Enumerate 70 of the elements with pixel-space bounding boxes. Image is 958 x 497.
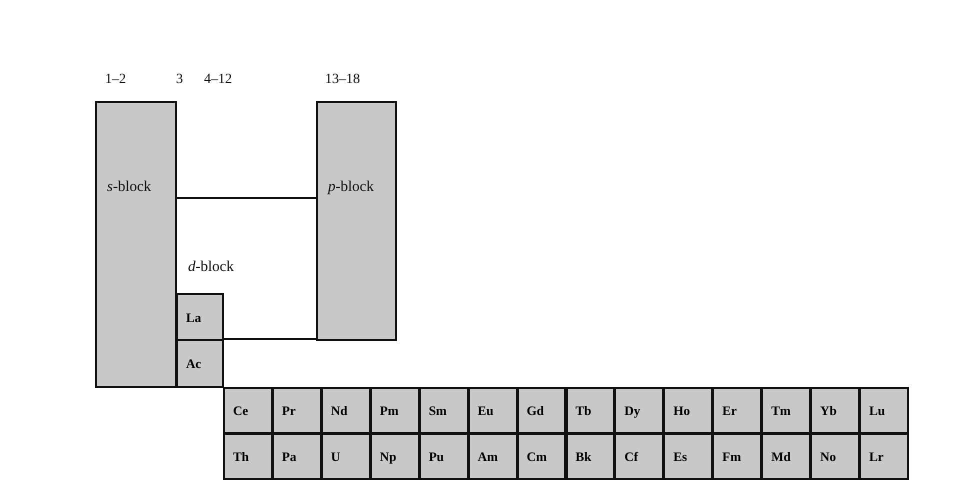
- element-cell: [810, 387, 860, 434]
- block-region: [316, 101, 397, 341]
- element-symbol: Eu: [478, 402, 494, 418]
- element-symbol: U: [330, 448, 340, 464]
- group-number-label: 1–2: [105, 72, 126, 88]
- element-cell: [566, 433, 616, 480]
- group-number-label: 4–12: [204, 72, 232, 88]
- element-symbol: Gd: [526, 402, 544, 418]
- element-symbol: Pu: [428, 448, 444, 464]
- element-cell: [468, 433, 518, 480]
- element-symbol: Cm: [526, 448, 547, 464]
- element-symbol: Ac: [186, 356, 202, 372]
- element-symbol: Pa: [282, 448, 296, 464]
- element-cell: [176, 293, 224, 342]
- element-cell: [614, 387, 664, 434]
- block-region: [95, 101, 177, 388]
- element-symbol: Tb: [576, 402, 592, 418]
- element-symbol: Cf: [624, 448, 638, 464]
- element-cell: [418, 433, 469, 480]
- element-cell: [516, 387, 566, 434]
- element-symbol: Tm: [771, 402, 791, 418]
- element-cell: [418, 387, 469, 434]
- element-symbol: La: [186, 310, 202, 326]
- element-cell: [223, 433, 273, 480]
- element-symbol: Yb: [820, 402, 837, 418]
- block-label: s-block: [107, 179, 152, 196]
- element-cell: [516, 433, 566, 480]
- element-symbol: Pm: [380, 402, 399, 418]
- element-cell: [566, 387, 616, 434]
- element-cell: [468, 387, 518, 434]
- element-cell: [272, 387, 322, 434]
- block-region: [176, 197, 316, 340]
- group-number-label: 13–18: [325, 72, 360, 88]
- element-cell: [859, 387, 909, 434]
- element-cell: [370, 387, 420, 434]
- element-symbol: Fm: [722, 448, 742, 464]
- element-cell: [859, 433, 909, 480]
- element-cell: [810, 433, 860, 480]
- element-cell: [223, 387, 273, 434]
- element-cell: [663, 387, 714, 434]
- element-symbol: Np: [380, 448, 396, 464]
- block-label: d-block: [188, 259, 234, 276]
- element-cell: [320, 387, 371, 434]
- element-cell: [712, 433, 762, 480]
- element-symbol: Es: [673, 448, 688, 464]
- element-symbol: Pr: [282, 402, 296, 418]
- element-symbol: Th: [233, 448, 249, 464]
- block-label: p-block: [328, 179, 374, 196]
- element-symbol: Dy: [624, 402, 640, 418]
- element-cell: [663, 433, 714, 480]
- element-cell: [176, 339, 224, 388]
- element-symbol: Nd: [330, 402, 348, 418]
- element-symbol: Md: [771, 448, 791, 464]
- element-symbol: Ce: [233, 402, 248, 418]
- element-cell: [761, 433, 812, 480]
- element-cell: [614, 433, 664, 480]
- element-symbol: Am: [478, 448, 498, 464]
- group-number-label: 3: [176, 72, 183, 88]
- element-cell: [370, 433, 420, 480]
- element-symbol: Lr: [869, 448, 884, 464]
- element-symbol: Er: [722, 402, 737, 418]
- element-symbol: No: [820, 448, 836, 464]
- element-symbol: Bk: [576, 448, 592, 464]
- element-symbol: Ho: [673, 402, 690, 418]
- element-cell: [761, 387, 812, 434]
- element-cell: [712, 387, 762, 434]
- element-symbol: Lu: [869, 402, 885, 418]
- element-symbol: Sm: [428, 402, 447, 418]
- element-cell: [272, 433, 322, 480]
- element-cell: [320, 433, 371, 480]
